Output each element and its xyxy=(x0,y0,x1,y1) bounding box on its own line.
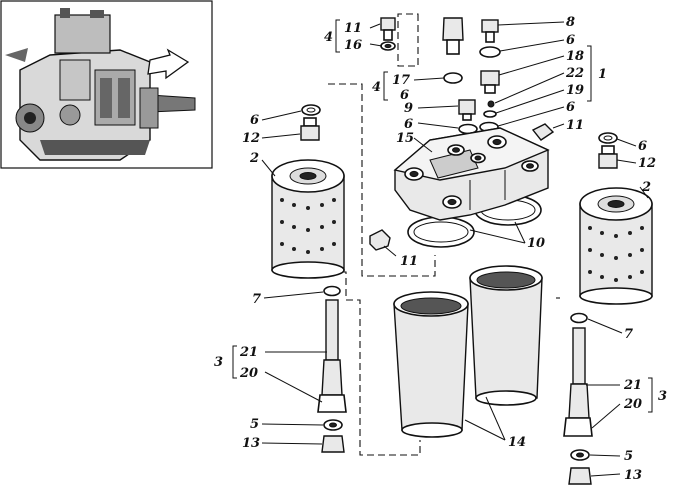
label-22: 22 xyxy=(565,66,584,81)
label-18: 18 xyxy=(566,49,584,64)
label-1: 1 xyxy=(598,67,607,82)
washer-6-left xyxy=(301,104,321,116)
rod-3-right xyxy=(563,327,593,437)
label-7-right: 7 xyxy=(624,327,633,342)
washer-6-8 xyxy=(479,46,501,58)
spring-19 xyxy=(483,110,497,118)
ball-22 xyxy=(487,100,495,108)
label-15: 15 xyxy=(396,131,414,146)
label-11-upper: 11 xyxy=(344,21,362,36)
label-2-right: 2 xyxy=(641,180,651,195)
label-11-right: 11 xyxy=(566,118,584,133)
label-12-left: 12 xyxy=(242,131,260,146)
label-9: 9 xyxy=(404,101,413,116)
fitting-12-left xyxy=(300,117,320,141)
label-3-right: 3 xyxy=(658,389,667,404)
label-6-by-8: 6 xyxy=(566,33,575,48)
label-5-right: 5 xyxy=(624,449,633,464)
washer-7-left xyxy=(323,285,341,297)
label-4-upper: 4 xyxy=(324,30,333,45)
bolt-8 xyxy=(481,19,499,43)
filter-housing-15 xyxy=(393,127,550,248)
filter-element-2-right xyxy=(579,187,653,305)
label-7-left: 7 xyxy=(252,292,261,307)
leader-lines xyxy=(261,21,649,477)
engine-inset xyxy=(0,0,213,169)
locator-arrow-icon xyxy=(147,48,190,80)
washer-5-right xyxy=(570,449,590,461)
label-12-right: 12 xyxy=(638,156,656,171)
label-4-lower: 4 xyxy=(372,80,381,95)
label-8: 8 xyxy=(566,15,575,30)
washer-7-right xyxy=(570,312,588,324)
washer-6-17 xyxy=(443,72,463,84)
filter-element-2-left xyxy=(271,159,345,279)
label-10: 10 xyxy=(527,236,545,251)
plug-18 xyxy=(480,70,500,94)
label-20-left: 20 xyxy=(239,366,258,381)
washer-6-right xyxy=(598,132,618,144)
label-21-right: 21 xyxy=(623,378,642,393)
filter-housing-14-left xyxy=(393,291,469,438)
nut-13-right xyxy=(568,467,592,485)
filter-housing-14-right xyxy=(469,265,543,406)
engine-illustration xyxy=(5,8,196,161)
label-19: 19 xyxy=(566,83,584,98)
label-17: 17 xyxy=(392,73,410,88)
banjo-bolt-11-top xyxy=(380,17,396,41)
plug-9 xyxy=(458,99,476,121)
callout-labels: 4 11 16 4 17 6 8 6 18 22 1 19 6 9 6 11 1… xyxy=(214,15,667,483)
label-21-left: 21 xyxy=(239,345,258,360)
label-6-right: 6 xyxy=(638,139,647,154)
label-11-left: 11 xyxy=(400,254,418,269)
washer-5-left xyxy=(323,419,343,431)
label-16: 16 xyxy=(344,38,362,53)
plug-11-right xyxy=(531,123,555,141)
label-13-right: 13 xyxy=(624,468,642,483)
label-13-left: 13 xyxy=(242,436,260,451)
rod-3-left xyxy=(317,299,347,413)
nut-13-left xyxy=(321,435,345,453)
label-5-left: 5 xyxy=(250,417,259,432)
label-6-by-19: 6 xyxy=(566,100,575,115)
label-2-left: 2 xyxy=(249,151,259,166)
group-brackets xyxy=(232,19,653,413)
label-14: 14 xyxy=(508,435,526,450)
label-20-right: 20 xyxy=(623,397,642,412)
union-17 xyxy=(442,17,464,55)
label-3-left: 3 xyxy=(214,355,223,370)
label-6-by-17: 6 xyxy=(400,88,409,103)
fitting-12-right xyxy=(598,145,618,169)
label-6-by-9: 6 xyxy=(404,117,413,132)
plug-11-left xyxy=(369,229,391,251)
label-6-left: 6 xyxy=(250,113,259,128)
washer-16 xyxy=(380,41,396,51)
